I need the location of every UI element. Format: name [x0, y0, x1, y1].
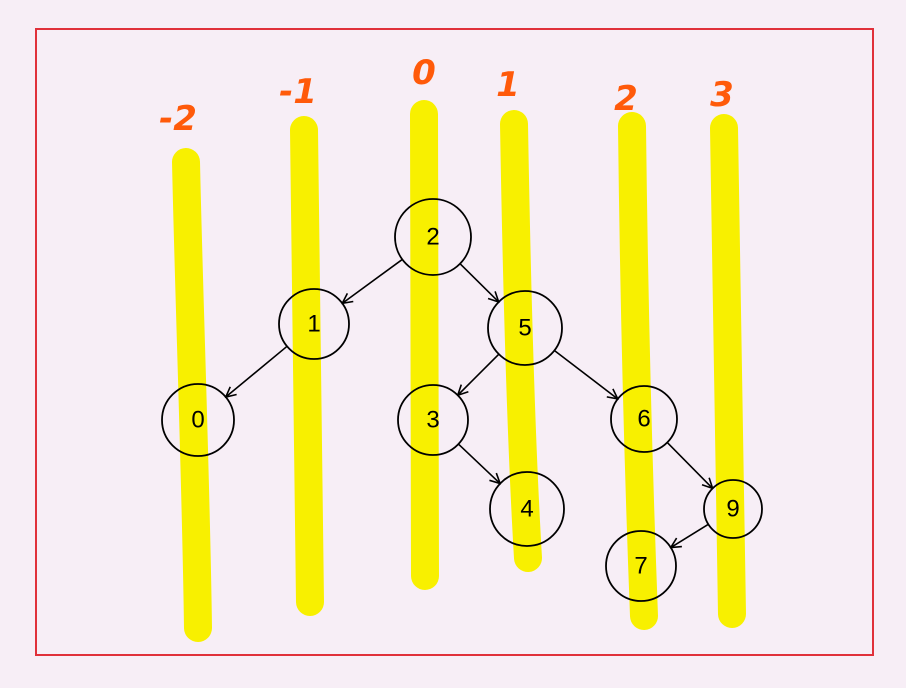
edge-2-to-1 — [342, 258, 403, 303]
node-circle — [161, 383, 235, 457]
node-label: 6 — [637, 406, 650, 433]
edge-5-to-6 — [553, 349, 617, 398]
column-label-0: 0 — [412, 53, 436, 93]
node-circle — [394, 198, 472, 276]
node-label: 4 — [520, 496, 533, 523]
node-label: 3 — [426, 407, 439, 434]
edge-9-to-7 — [671, 523, 709, 547]
stripe-col-1 — [500, 110, 542, 572]
column-label-1: 1 — [496, 65, 520, 105]
tree-edges — [226, 258, 713, 547]
node-circle — [605, 530, 677, 602]
stripe-col-neg2 — [172, 148, 212, 642]
tree-node-9: 9 — [703, 479, 763, 539]
edge-2-to-5 — [459, 263, 499, 302]
edge-1-to-0 — [226, 345, 288, 397]
column-stripes — [172, 100, 746, 642]
column-label-2: 2 — [614, 79, 638, 119]
node-label: 0 — [191, 407, 204, 434]
node-label: 1 — [307, 311, 320, 338]
diagram-frame — [35, 28, 874, 656]
tree-node-2: 2 — [394, 198, 472, 276]
node-circle — [397, 384, 469, 456]
tree-nodes: 2 1 5 0 3 6 4 9 7 — [161, 198, 763, 602]
stripe-col-neg1 — [290, 116, 324, 616]
edge-3-to-4 — [457, 443, 500, 483]
node-label: 9 — [726, 496, 739, 523]
tree-node-5: 5 — [487, 290, 563, 366]
node-circle — [703, 479, 763, 539]
edge-6-to-9 — [666, 441, 712, 488]
stripe-col-2 — [618, 112, 658, 630]
tree-node-6: 6 — [610, 385, 678, 453]
tree-node-0: 0 — [161, 383, 235, 457]
tree-node-1: 1 — [278, 288, 350, 360]
node-circle — [278, 288, 350, 360]
column-label-3: 3 — [710, 75, 734, 115]
column-label-neg2: -2 — [159, 99, 197, 139]
node-circle — [487, 290, 563, 366]
edge-5-to-3 — [458, 353, 500, 395]
column-label-neg1: -1 — [279, 72, 317, 112]
stripe-col-3 — [710, 114, 746, 628]
node-label: 7 — [634, 553, 647, 580]
column-labels: -2 -1 0 1 2 3 — [159, 53, 734, 139]
tree-node-4: 4 — [489, 471, 565, 547]
node-label: 5 — [518, 315, 531, 342]
tree-node-7: 7 — [605, 530, 677, 602]
tree-node-3: 3 — [397, 384, 469, 456]
node-circle — [489, 471, 565, 547]
node-label: 2 — [426, 224, 439, 251]
stripe-col-0 — [410, 100, 440, 590]
node-circle — [610, 385, 678, 453]
